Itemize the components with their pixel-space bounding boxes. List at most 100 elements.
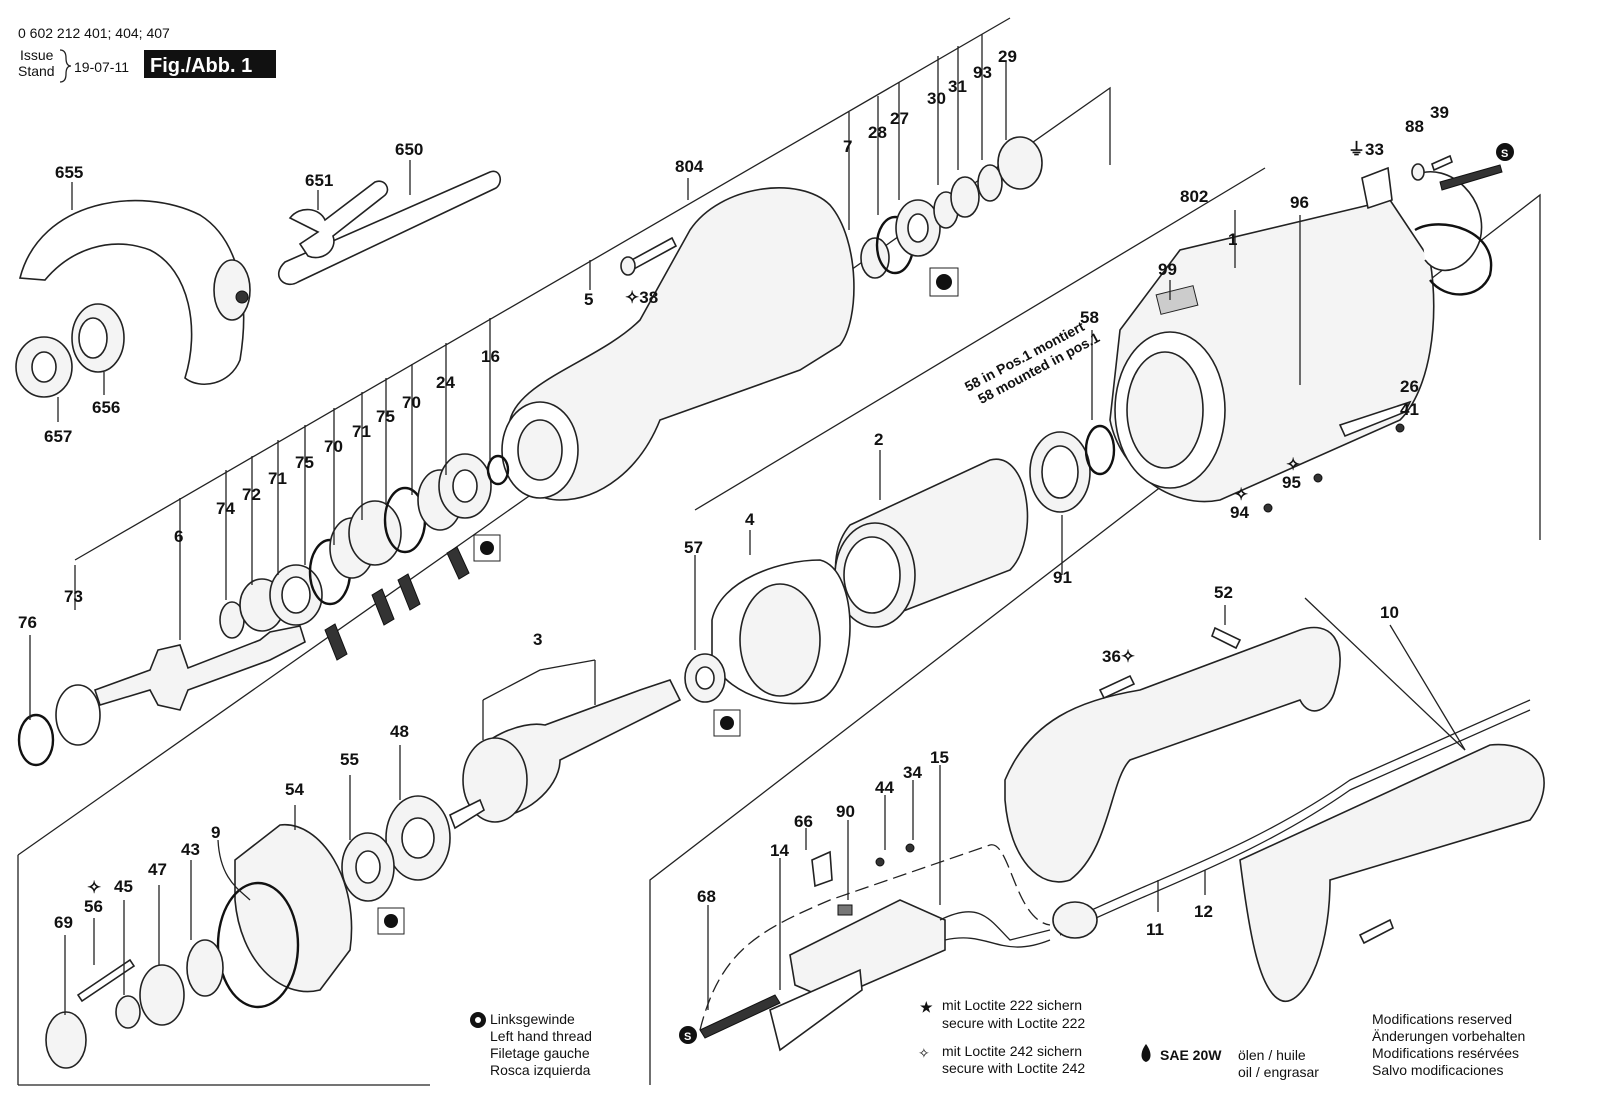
bracket-shaft <box>74 17 1011 561</box>
frame-lower-right <box>649 193 1541 1085</box>
label-34: 34 <box>903 763 922 782</box>
label-58: 58 <box>1080 308 1099 327</box>
label-55: 55 <box>340 750 359 769</box>
label-38: ✧38 <box>625 288 658 307</box>
wrenches <box>278 160 502 286</box>
oil-text-2: oil / engrasar <box>1238 1064 1319 1080</box>
loctite222-de: mit Loctite 222 sichern <box>942 997 1082 1013</box>
label-91: 91 <box>1053 568 1072 587</box>
label-47: 47 <box>148 860 167 879</box>
screw-handle <box>1358 918 1394 945</box>
label-72: 72 <box>242 485 261 504</box>
label-73: 73 <box>64 587 83 606</box>
clip-66 <box>811 850 833 888</box>
modifications-fr: Modifications resérvées <box>1372 1045 1519 1061</box>
switch-assembly: S <box>679 765 1051 1052</box>
label-96: 96 <box>1290 193 1309 212</box>
issue-date: 19-07-11 <box>74 59 129 75</box>
label-39: 39 <box>1430 103 1449 122</box>
housing-804 <box>508 187 855 501</box>
svg-text:S: S <box>1501 148 1508 160</box>
label-95: 95 <box>1282 473 1301 492</box>
label-99: 99 <box>1158 260 1177 279</box>
gear-head-housing <box>501 178 855 501</box>
label-28: 28 <box>868 123 887 142</box>
washer-7 <box>860 237 890 279</box>
label-27: 27 <box>890 109 909 128</box>
screw-34 <box>905 843 915 853</box>
label-29: 29 <box>998 47 1017 66</box>
pinion-69 <box>45 1011 87 1069</box>
label-44: 44 <box>875 778 894 797</box>
switch-14 <box>789 899 946 1001</box>
label-71a: 71 <box>352 422 371 441</box>
oring-9 <box>216 881 300 1009</box>
label-88: 88 <box>1405 117 1424 136</box>
handle-shell <box>1004 626 1341 883</box>
label-56: 56 <box>84 897 103 916</box>
label-804: 804 <box>675 157 704 176</box>
ring-31 <box>950 176 980 218</box>
label-69: 69 <box>54 913 73 932</box>
label-26: 26 <box>1400 377 1419 396</box>
earth-clip-33 <box>1361 166 1393 210</box>
label-75a: 75 <box>376 407 395 426</box>
bearing-flange <box>45 745 451 1069</box>
label-30: 30 <box>927 89 946 108</box>
label-99 <box>1155 285 1199 315</box>
loctite222-en: secure with Loctite 222 <box>942 1015 1085 1031</box>
stand-label: Stand <box>18 63 55 79</box>
ring-71b <box>348 500 402 566</box>
star-56: ✧ <box>87 878 101 897</box>
guard-shell <box>18 199 245 386</box>
cable-12 <box>1059 709 1531 936</box>
label-71b: 71 <box>268 469 287 488</box>
wheel-guard <box>18 182 251 386</box>
star-94: ✧ <box>1234 485 1248 504</box>
legend: Linksgewinde Left hand thread Filetage g… <box>470 997 1525 1080</box>
screw-36 <box>1098 674 1136 700</box>
part-90 <box>837 904 853 916</box>
label-90: 90 <box>836 802 855 821</box>
guard-screw <box>235 290 249 304</box>
part-numbers: 0 602 212 401; 404; 407 <box>18 25 170 41</box>
label-657: 657 <box>44 427 72 446</box>
label-14: 14 <box>770 841 789 860</box>
wrench-651 <box>288 180 389 259</box>
label-12: 12 <box>1194 902 1213 921</box>
screw-39 <box>1431 154 1453 172</box>
brace-icon <box>59 49 72 83</box>
label-36: 36✧ <box>1102 647 1135 666</box>
label-41: 41 <box>1400 400 1419 419</box>
oil-text-1: ölen / huile <box>1238 1047 1306 1063</box>
cable <box>1052 699 1531 939</box>
screw-44 <box>875 857 885 867</box>
label-75b: 75 <box>295 453 314 472</box>
label-74: 74 <box>216 499 235 518</box>
wire-black <box>699 844 1051 1031</box>
loctite242-en: secure with Loctite 242 <box>942 1060 1085 1076</box>
label-54: 54 <box>285 780 304 799</box>
switch-carrier <box>769 968 863 1052</box>
bracket-motor <box>694 167 1266 511</box>
modifications-de: Änderungen vorbehalten <box>1372 1028 1525 1044</box>
modifications-es: Salvo modificaciones <box>1372 1062 1504 1078</box>
ring-93 <box>977 164 1003 202</box>
loctite242-de: mit Loctite 242 sichern <box>942 1043 1082 1059</box>
figure-badge-bg <box>144 50 276 78</box>
label-43: 43 <box>181 840 200 859</box>
washer-88 <box>1411 163 1425 181</box>
label-802: 802 <box>1180 187 1208 206</box>
svg-text:S: S <box>684 1031 691 1043</box>
handle-assembly <box>1004 597 1545 1003</box>
loctite242-icon: ✧ <box>918 1045 930 1061</box>
label-2: 2 <box>874 430 883 449</box>
circlip-73 <box>55 684 101 746</box>
motor-housing: S <box>1091 143 1514 513</box>
left-thread-es: Rosca izquierda <box>490 1062 591 1078</box>
left-thread-de: Linksgewinde <box>490 1011 575 1027</box>
label-10: 10 <box>1380 603 1399 622</box>
spindle-assembly <box>17 318 510 767</box>
label-93: 93 <box>973 63 992 82</box>
